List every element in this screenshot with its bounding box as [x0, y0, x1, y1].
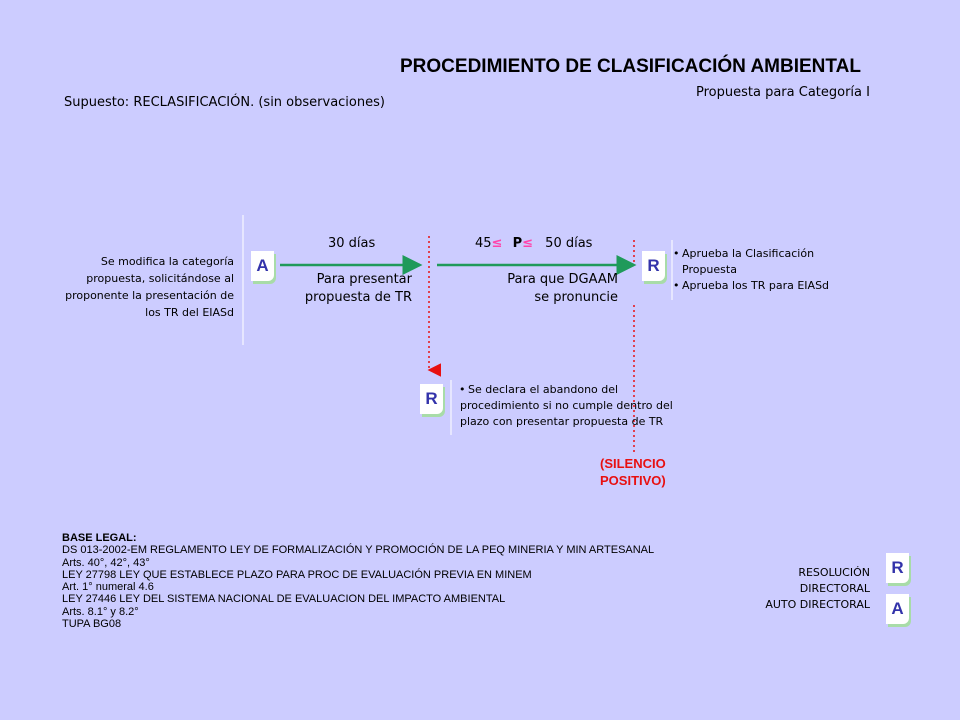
legal-line: TUPA BG08: [62, 618, 122, 631]
legend-badge-r: R: [886, 553, 909, 583]
silencio-positivo-label: (SILENCIO POSITIVO): [600, 456, 666, 488]
badge-r-right: R: [642, 251, 665, 281]
le-symbol-1: ≤: [491, 236, 503, 251]
legal-line: LEY 27798 LEY QUE ESTABLECE PLAZO PARA P…: [62, 568, 532, 581]
badge-a-main: A: [251, 251, 274, 281]
legal-line: Art. 1° numeral 4.6: [62, 581, 154, 594]
legal-line: Arts. 8.1° y 8.2°: [62, 605, 139, 618]
legal-line: LEY 27446 LEY DEL SISTEMA NACIONAL DE EV…: [62, 593, 506, 606]
approval-list: Aprueba la Clasificación Propuesta Aprue…: [673, 246, 872, 294]
le-symbol-2: ≤: [522, 236, 534, 251]
legal-line: DS 013-2002-EM REGLAMENTO LEY DE FORMALI…: [62, 544, 655, 557]
p-symbol: P: [512, 236, 523, 251]
legal-heading: BASE LEGAL:: [62, 532, 137, 544]
step2-description: Para que DGAAM se pronuncie: [507, 272, 618, 305]
legal-line: Arts. 40°, 42°, 43°: [62, 556, 150, 569]
badge-r-bottom: R: [420, 384, 443, 414]
step1-days: 30 días: [328, 236, 376, 251]
list-item: Aprueba la Clasificación Propuesta: [673, 246, 872, 278]
scenario-label: Supuesto: RECLASIFICACIÓN. (sin observac…: [64, 95, 385, 110]
category-subtitle: Propuesta para Categoría I: [696, 85, 870, 100]
legend-labels: RESOLUCIÓN DIRECTORAL AUTO DIRECTORAL: [765, 566, 870, 611]
list-item: Aprueba los TR para EIASd: [673, 278, 872, 294]
legend-badge-a: A: [886, 594, 909, 624]
left-note: Se modifica la categoría propuesta, soli…: [65, 255, 234, 319]
step1-description: Para presentar propuesta de TR: [304, 272, 412, 305]
page-title: PROCEDIMIENTO DE CLASIFICACIÓN AMBIENTAL: [400, 56, 861, 77]
step2-days: 45≤ P≤ 50 días: [475, 236, 593, 251]
abandon-note: •Se declara el abandono del procedimient…: [459, 383, 673, 428]
legal-basis: BASE LEGAL: DS 013-2002-EM REGLAMENTO LE…: [62, 532, 654, 630]
